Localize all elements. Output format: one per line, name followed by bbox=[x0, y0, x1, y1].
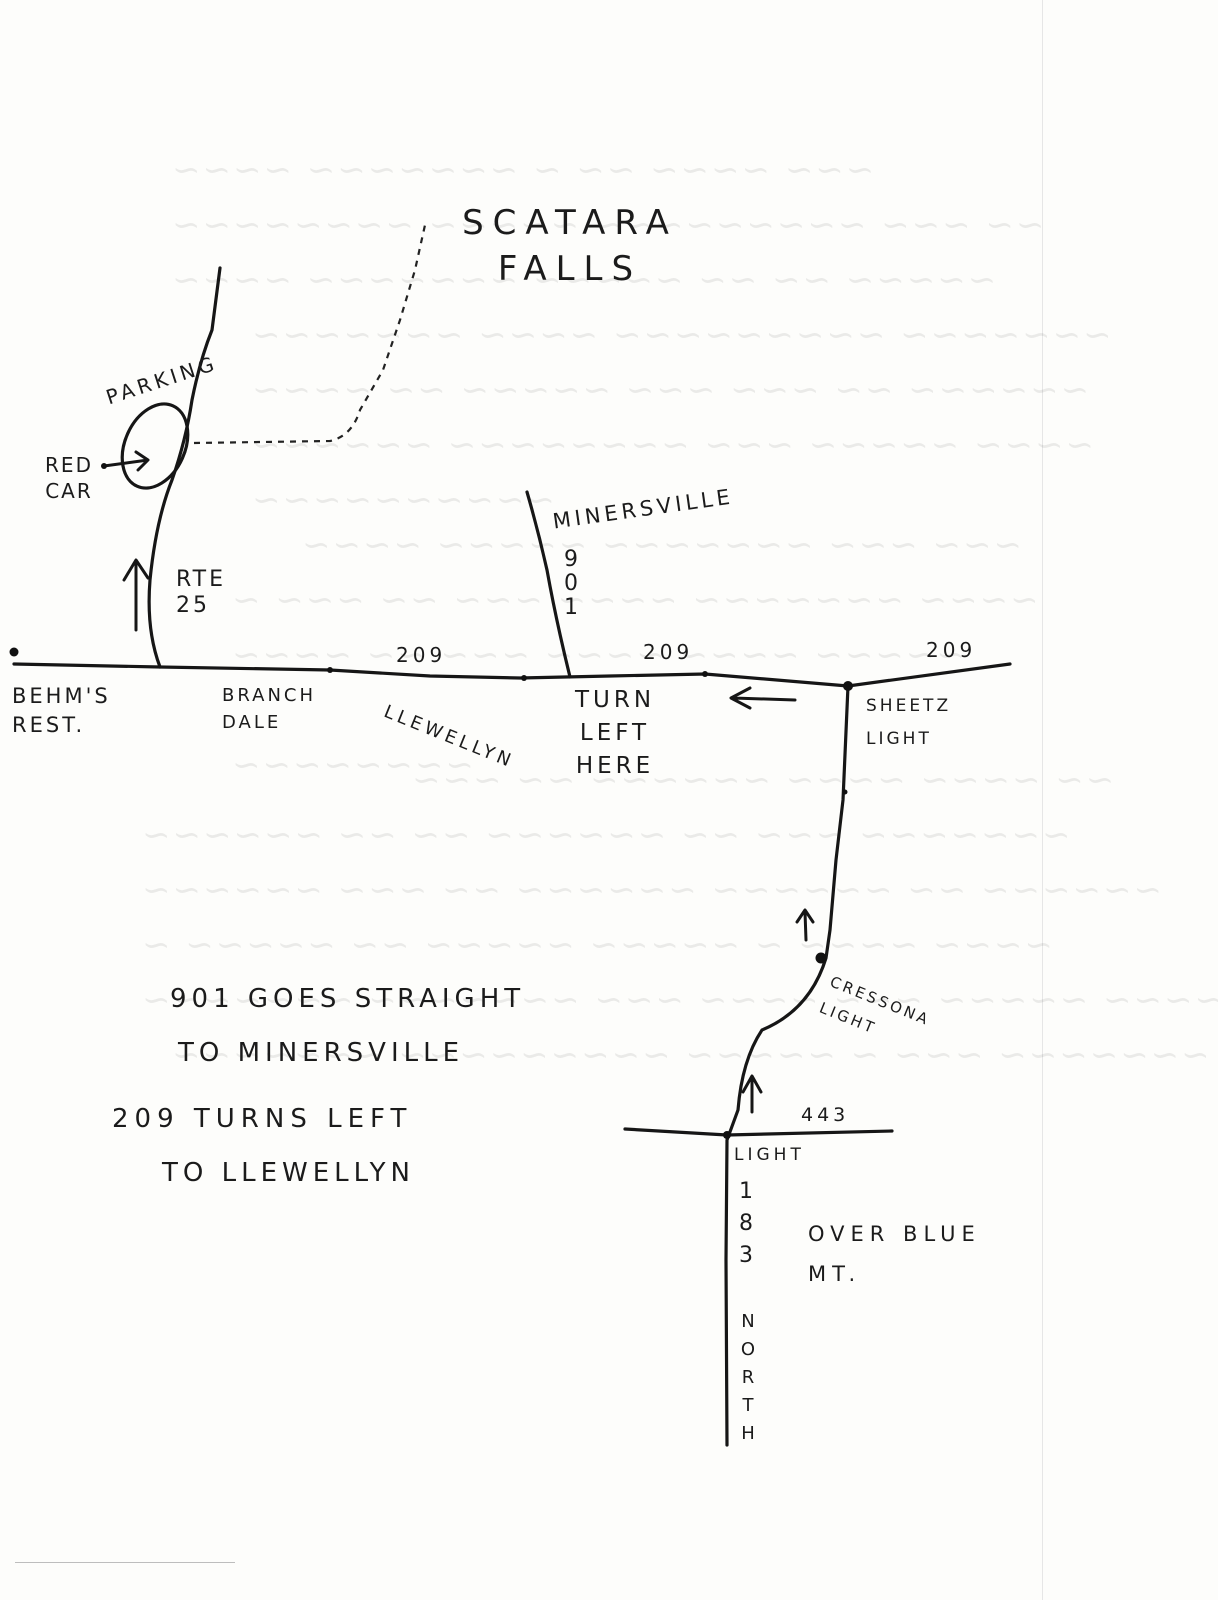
over-blue-mt-label: OVER BLUE MT. bbox=[808, 1222, 981, 1286]
llewellyn-dot bbox=[521, 675, 527, 681]
trail-to-falls bbox=[193, 224, 427, 445]
route-209-road bbox=[12, 662, 1012, 688]
sheetz-light-label: SHEETZ LIGHT bbox=[866, 696, 952, 749]
route-183-digit: 3 bbox=[739, 1243, 753, 1268]
route-901-digit: 1 bbox=[564, 595, 578, 620]
443-light-dot bbox=[723, 1131, 731, 1139]
route-209-label: 209 bbox=[643, 640, 694, 664]
page-bottom-line bbox=[15, 1562, 235, 1563]
cressona-light-dot bbox=[815, 952, 827, 964]
north-vertical-label: N O R T H bbox=[738, 1308, 758, 1448]
route-183-digit: 1 bbox=[739, 1179, 753, 1204]
parking-lot-oval bbox=[120, 402, 190, 490]
west-arrow-turn-icon bbox=[729, 686, 797, 710]
north-letter: H bbox=[741, 1423, 755, 1444]
directions-note-line: TO MINERSVILLE bbox=[178, 1038, 465, 1068]
route-443-label: 443 bbox=[801, 1104, 850, 1126]
north-arrow-183-icon bbox=[795, 908, 815, 942]
page-margin-line bbox=[1042, 0, 1043, 1600]
route-209-label: 209 bbox=[926, 638, 977, 662]
north-arrow-443-icon bbox=[741, 1074, 763, 1114]
minersville-junction-dot bbox=[702, 671, 708, 677]
rte-25-label: RTE 25 bbox=[176, 567, 227, 618]
route-901-digit: 9 bbox=[564, 547, 578, 572]
red-car-label: RED CAR bbox=[45, 453, 93, 503]
north-letter: O bbox=[740, 1339, 756, 1360]
route-183-vertical-label: 1 8 3 bbox=[736, 1176, 756, 1272]
directions-note-line: 209 TURNS LEFT bbox=[112, 1104, 413, 1134]
branch-dale-label: BRANCH DALE bbox=[222, 685, 317, 733]
route-443-road bbox=[623, 1127, 894, 1137]
red-car-arrow-icon bbox=[102, 450, 150, 472]
north-letter: R bbox=[741, 1367, 755, 1388]
behms-rest-label: BEHM'S REST. bbox=[12, 684, 111, 737]
directions-note-line: 901 GOES STRAIGHT bbox=[170, 984, 526, 1014]
route-25-road bbox=[147, 266, 222, 669]
route-901-digit: 0 bbox=[564, 571, 578, 596]
route-183-digit: 8 bbox=[739, 1211, 753, 1236]
route-183-tick bbox=[842, 789, 848, 795]
sheetz-light-dot bbox=[843, 681, 853, 691]
north-letter: T bbox=[742, 1395, 754, 1416]
directions-note-line: TO LLEWELLYN bbox=[162, 1158, 415, 1188]
branch-dale-dot bbox=[327, 667, 333, 673]
behms-rest-dot bbox=[9, 647, 19, 657]
map-title: SCATARA FALLS bbox=[462, 203, 678, 289]
route-901-vertical-label: 9 0 1 bbox=[560, 548, 582, 620]
turn-left-here-label: TURN LEFT HERE bbox=[574, 687, 656, 779]
route-901-road bbox=[525, 490, 572, 679]
red-car-dot bbox=[101, 463, 107, 469]
north-arrow-rte25-icon bbox=[122, 558, 150, 632]
light-label: LIGHT bbox=[734, 1145, 805, 1165]
route-209-label: 209 bbox=[396, 643, 447, 667]
north-letter: N bbox=[741, 1311, 755, 1332]
